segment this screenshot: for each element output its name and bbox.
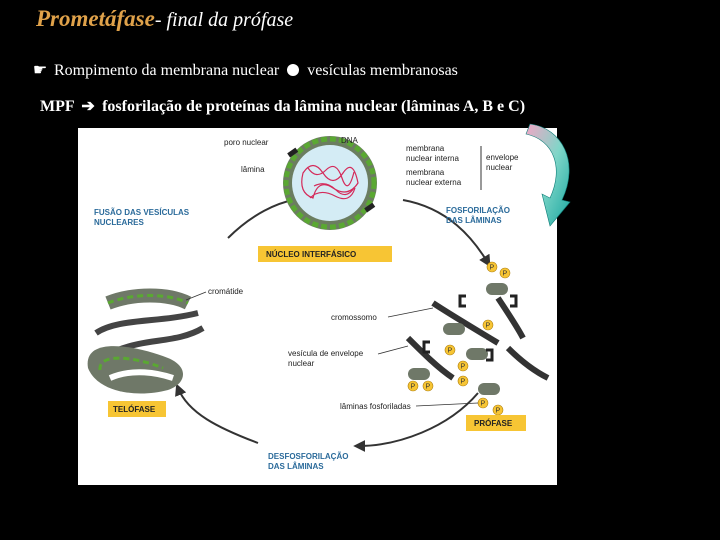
label-envelope-1: envelope bbox=[486, 153, 519, 162]
label-memb-ext-1: membrana bbox=[406, 168, 445, 177]
label-fosfo-2: DAS LÂMINAS bbox=[446, 216, 502, 225]
line2-text: fosforilação de proteínas da lâmina nucl… bbox=[102, 98, 525, 115]
label-poro: poro nuclear bbox=[224, 138, 269, 147]
interphase-nucleus bbox=[283, 136, 377, 230]
cell-cycle-figure: poro nuclear DNA lâmina membrana nuclear… bbox=[78, 128, 557, 485]
label-vesicula-2: nuclear bbox=[288, 359, 315, 368]
envelope-vesicle-3 bbox=[486, 283, 508, 295]
cromossomo-pointer bbox=[388, 308, 433, 317]
label-desfosfo-2: DAS LÂMINAS bbox=[268, 462, 324, 471]
label-fosfo-1: FOSFORILAÇÃO bbox=[446, 206, 510, 215]
envelope-vesicle-4 bbox=[408, 368, 430, 380]
nucleoplasm bbox=[292, 145, 368, 221]
cycle-arrow-bottom-left bbox=[178, 388, 258, 443]
phosphate-label: P bbox=[411, 384, 416, 391]
label-laminas-fosfo: lâminas fosforiladas bbox=[340, 402, 411, 411]
title-main: Prometáfase bbox=[36, 6, 155, 31]
envelope-vesicle-5 bbox=[478, 383, 500, 395]
phosphate-label: P bbox=[448, 348, 453, 355]
label-lamina: lâmina bbox=[241, 165, 265, 174]
dot-icon bbox=[287, 64, 299, 76]
label-memb-int-1: membrana bbox=[406, 144, 445, 153]
label-cromossomo: cromossomo bbox=[331, 313, 377, 322]
membrane-fragment-2 bbox=[510, 296, 516, 306]
label-telofase: TELÓFASE bbox=[113, 405, 156, 414]
phosphate-label: P bbox=[490, 265, 495, 272]
label-envelope-2: nuclear bbox=[486, 163, 513, 172]
phosphate-label: P bbox=[461, 364, 466, 371]
line2-prefix: MPF bbox=[40, 98, 74, 115]
label-profase: PRÓFASE bbox=[474, 419, 513, 428]
figure-svg: poro nuclear DNA lâmina membrana nuclear… bbox=[78, 128, 557, 485]
phosphate-label: P bbox=[481, 401, 486, 408]
envelope-vesicle-2 bbox=[466, 348, 488, 360]
label-fusao-1: FUSÃO DAS VESÍCULAS bbox=[94, 208, 190, 217]
curved-arrow-icon bbox=[522, 122, 582, 230]
phosphate-label: P bbox=[496, 408, 501, 415]
line1-text-a: Rompimento da membrana nuclear bbox=[54, 62, 279, 79]
label-desfosfo-1: DESFOSFORILAÇÃO bbox=[268, 452, 348, 461]
phosphate-label: P bbox=[461, 379, 466, 386]
telophase-structures bbox=[88, 296, 203, 394]
title-sub: - final da prófase bbox=[155, 9, 293, 31]
chromosome-3 bbox=[508, 348, 548, 378]
label-dna: DNA bbox=[341, 136, 359, 145]
label-fusao-2: NUCLEARES bbox=[94, 218, 144, 227]
label-memb-ext-2: nuclear externa bbox=[406, 178, 462, 187]
laminas-pointer bbox=[416, 403, 478, 406]
phosphate-label: P bbox=[426, 384, 431, 391]
cycle-arrow-top-left bbox=[228, 200, 293, 238]
line1-text-b: vesículas membranosas bbox=[307, 62, 458, 79]
slide-title: Prometáfase- final da prófase bbox=[36, 6, 293, 32]
phosphate-label: P bbox=[486, 323, 491, 330]
membrane-fragment-1 bbox=[460, 296, 466, 306]
phosphate-label: P bbox=[503, 271, 508, 278]
label-memb-int-2: nuclear interna bbox=[406, 154, 459, 163]
bullet-line-2: MPF ➔ fosforilação de proteínas da lâmin… bbox=[40, 96, 525, 116]
label-vesicula-1: vesícula de envelope bbox=[288, 349, 364, 358]
envelope-vesicle-1 bbox=[443, 323, 465, 335]
chromosome-2 bbox=[498, 298, 523, 338]
bullet-line-1: ☛ Rompimento da membrana nuclear vesícul… bbox=[30, 60, 458, 80]
telophase-chromatid-1 bbox=[96, 313, 198, 333]
membrane-fragment-3 bbox=[424, 342, 430, 352]
telophase-chromatid-2 bbox=[118, 328, 203, 350]
prophase-structures: P P P P P P P P P P bbox=[408, 262, 548, 415]
arrow-icon: ➔ bbox=[78, 96, 98, 116]
label-cromatide: cromátide bbox=[208, 287, 244, 296]
cycle-arrow-bottom-right bbox=[358, 393, 478, 446]
pointer-icon: ☛ bbox=[30, 60, 50, 80]
label-nucleo: NÚCLEO INTERFÁSICO bbox=[266, 250, 356, 259]
vesicula-pointer bbox=[378, 346, 408, 354]
